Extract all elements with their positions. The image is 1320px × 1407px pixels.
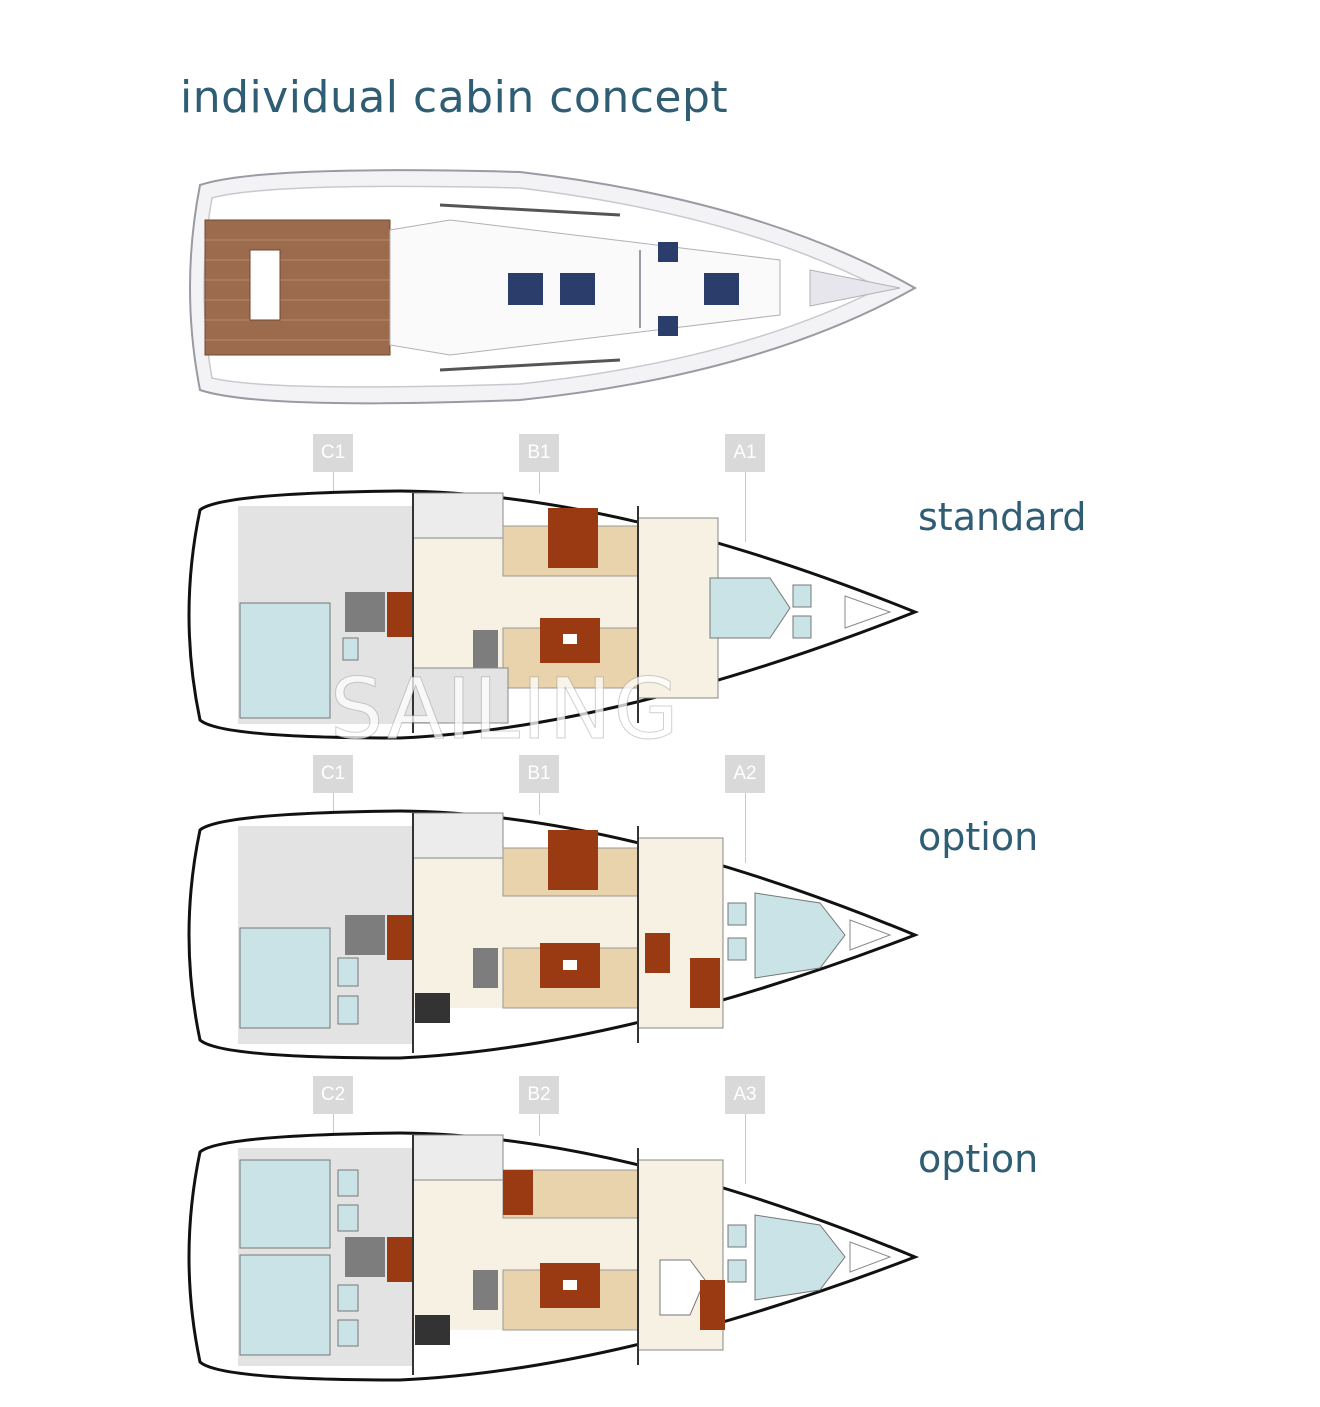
cabin-tag-fwd: A1	[725, 434, 765, 472]
forward-berth	[709, 577, 791, 639]
cabin-tag-aft: C1	[313, 755, 353, 793]
aft-berth	[239, 927, 331, 1029]
hatch	[658, 316, 678, 336]
cabin-tag-mid: B1	[519, 434, 559, 472]
layout-label: option	[918, 815, 1039, 859]
interior-plan-1	[187, 489, 920, 740]
aft-berth-stbd	[239, 1254, 331, 1356]
teak-cockpit	[204, 219, 391, 356]
forward-berth	[754, 1214, 846, 1301]
hatch	[704, 273, 739, 305]
cabin-tag-aft: C2	[313, 1076, 353, 1114]
aft-berth-port	[239, 1159, 331, 1249]
aft-berth	[239, 602, 331, 719]
interior-plan-2	[187, 809, 920, 1060]
cabin-tag-mid: B1	[519, 755, 559, 793]
hatch	[508, 273, 543, 305]
forward-berth	[754, 892, 846, 979]
cabin-tag-fwd: A2	[725, 755, 765, 793]
hatch	[658, 242, 678, 262]
cabin-tag-fwd: A3	[725, 1076, 765, 1114]
interior-plan-3	[187, 1131, 920, 1382]
layout-label: standard	[918, 495, 1087, 539]
hatch	[560, 273, 595, 305]
layout-label: option	[918, 1137, 1039, 1181]
cabin-tag-aft: C1	[313, 434, 353, 472]
deck-plan	[189, 169, 918, 405]
page-title: individual cabin concept	[180, 72, 729, 123]
watermark: SAILING	[330, 660, 681, 759]
cabin-tag-mid: B2	[519, 1076, 559, 1114]
